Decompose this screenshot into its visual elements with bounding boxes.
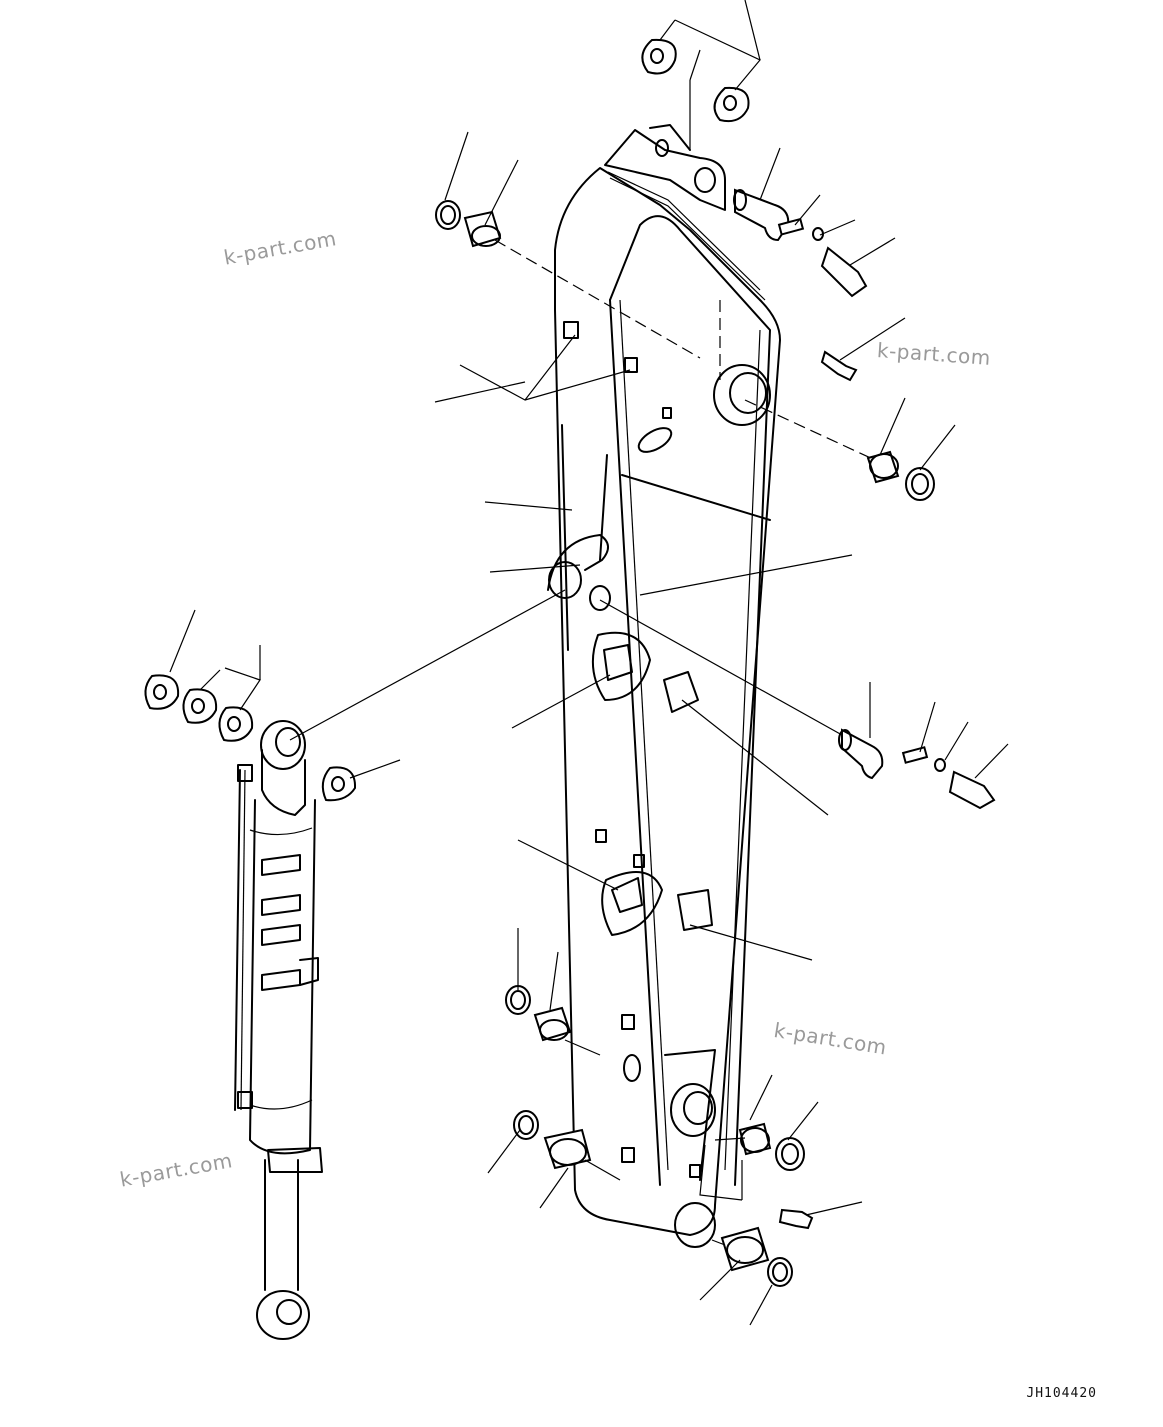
leader-lines bbox=[169, 0, 1009, 1326]
hydraulic-cylinder-drawing bbox=[234, 720, 323, 1340]
drawing-code: JH104420 bbox=[1026, 1386, 1097, 1401]
boom-arm-drawing bbox=[547, 124, 781, 1248]
loose-parts bbox=[144, 38, 996, 1287]
